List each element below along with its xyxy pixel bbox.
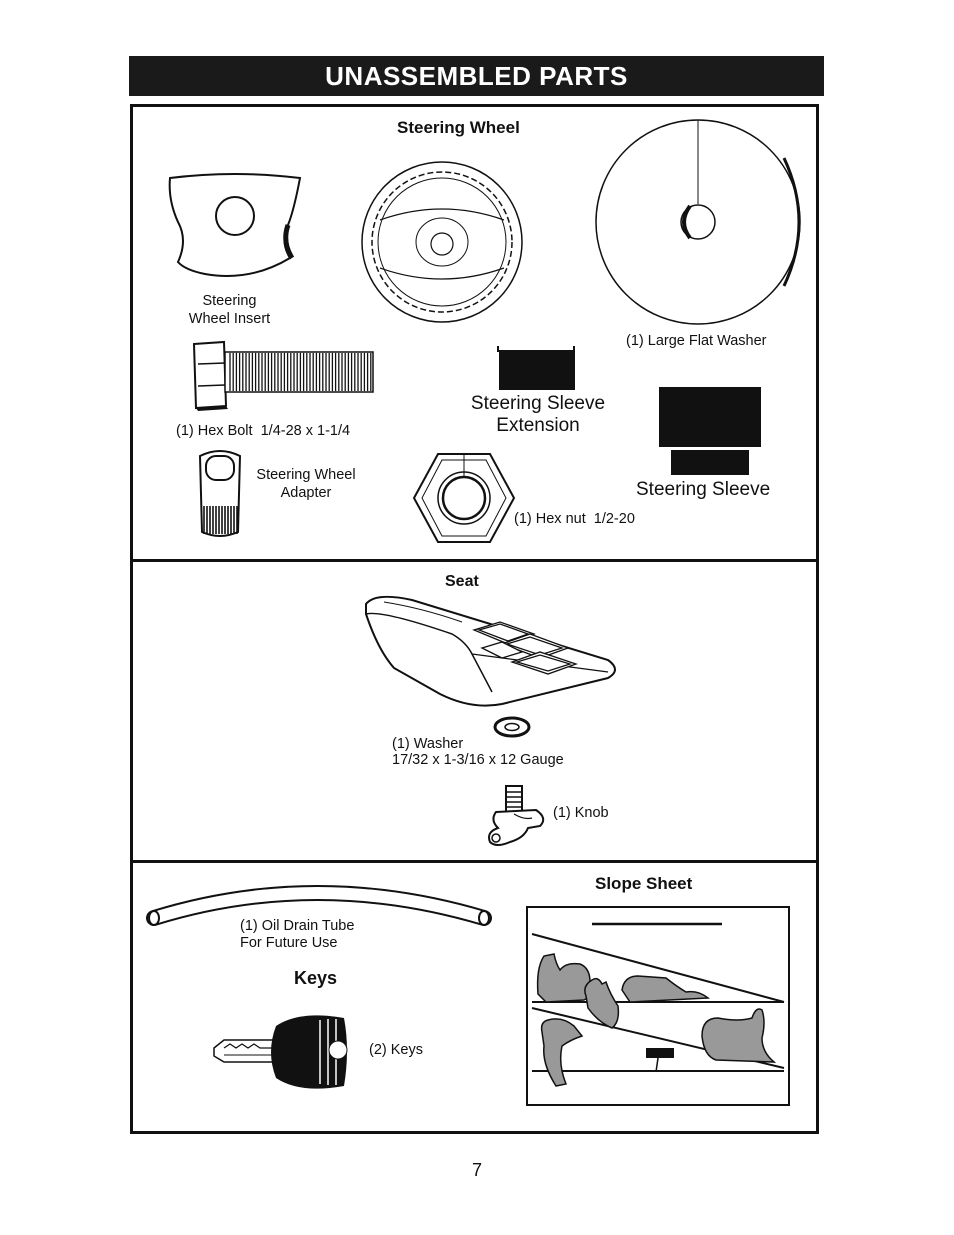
seat-washer-label: (1) Washer 17/32 x 1-3/16 x 12 Gauge <box>392 736 564 768</box>
hex-bolt-illustration <box>192 340 374 411</box>
steering-wheel-adapter-label: Steering Wheel Adapter <box>256 467 356 501</box>
oil-drain-tube-label: (1) Oil Drain Tube For Future Use <box>240 918 355 951</box>
knob-illustration <box>488 785 545 846</box>
seat-heading: Seat <box>445 573 479 590</box>
steering-wheel-heading: Steering Wheel <box>397 118 520 137</box>
steering-wheel-insert-label: Steering Wheel Insert <box>188 293 271 327</box>
key-illustration <box>213 1015 348 1089</box>
large-flat-washer-illustration <box>595 119 801 325</box>
steering-sleeve-label: Steering Sleeve <box>636 479 771 500</box>
keys-label: (2) Keys <box>369 1042 423 1058</box>
page-number: 7 <box>471 1160 482 1180</box>
steering-sleeve-illustration <box>659 387 761 475</box>
small-washer-illustration <box>493 716 531 738</box>
seat-illustration <box>365 595 616 707</box>
keys-heading: Keys <box>294 968 338 988</box>
hex-bolt-label: (1) Hex Bolt 1/4-28 x 1-1/4 <box>176 423 351 439</box>
misc-parts-panel <box>130 860 819 1134</box>
hex-nut-illustration <box>412 453 516 543</box>
hex-nut-label: (1) Hex nut 1/2-20 <box>514 511 635 527</box>
oil-drain-tube-illustration <box>146 885 492 926</box>
steering-wheel-insert-illustration <box>168 173 302 277</box>
page-title: UNASSEMBLED PARTS <box>129 56 824 96</box>
knob-label: (1) Knob <box>553 805 609 821</box>
steering-wheel-illustration <box>361 161 523 323</box>
steering-sleeve-extension-label: Steering Sleeve Extension <box>470 393 606 436</box>
slope-sheet-illustration <box>526 906 790 1106</box>
large-flat-washer-label: (1) Large Flat Washer <box>626 333 767 349</box>
slope-sheet-heading: Slope Sheet <box>595 874 693 893</box>
steering-wheel-adapter-illustration <box>198 450 242 537</box>
steering-sleeve-extension-illustration <box>497 346 575 390</box>
